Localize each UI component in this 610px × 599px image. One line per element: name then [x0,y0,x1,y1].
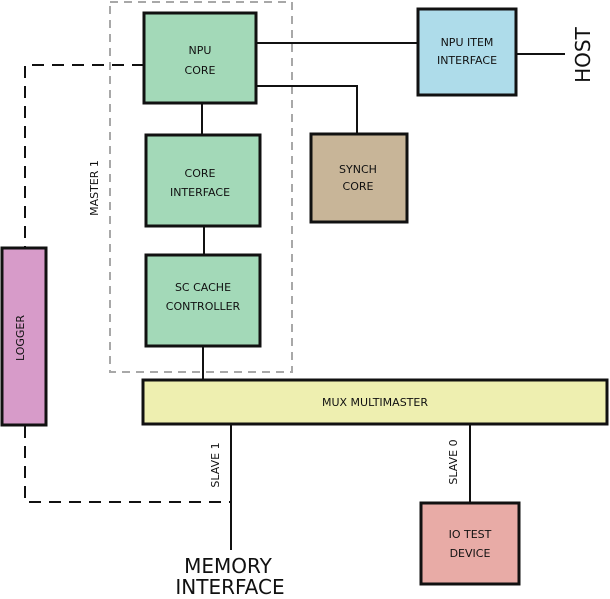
io-test-device-box [419,501,521,586]
npu-item-interface-label-line-2: INTERFACE [437,54,497,67]
core-interface-block[interactable]: CORE INTERFACE [144,133,262,228]
sc-cache-controller-box [144,253,262,348]
logger-label: LOGGER [14,315,27,361]
sc-cache-controller-label-line-1: SC CACHE [175,281,231,294]
logger-block[interactable]: LOGGER [0,246,48,427]
io-test-device-label-line-1: IO TEST [449,528,492,541]
host-label: HOST [571,26,595,82]
master-1-group-boundary [109,1,293,373]
synch-core-label-line-2: CORE [343,180,374,193]
mux-multimaster-block[interactable]: MUX MULTIMASTER [141,378,609,426]
core-interface-label-line-2: INTERFACE [170,186,230,199]
synch-core-label-line-1: SYNCH [339,163,377,176]
connector-lines [201,42,565,550]
npu-core-label-line-2: CORE [185,64,216,77]
mux-multimaster-label: MUX MULTIMASTER [322,396,428,409]
io-test-device-label-line-2: DEVICE [450,547,491,560]
npu-core-block[interactable]: NPU CORE [142,11,258,105]
npu-core-box [142,11,258,105]
io-test-device-block[interactable]: IO TEST DEVICE [419,501,521,586]
core-interface-box [144,133,262,228]
master-1-label: MASTER 1 [88,160,101,216]
slave-0-label: SLAVE 0 [447,439,460,484]
mux-multimaster-box [141,378,609,426]
memory-interface-label-line-1: MEMORY [184,554,273,578]
logger-box [0,246,48,427]
npu-item-interface-box [416,7,518,97]
core-interface-label-line-1: CORE [185,167,216,180]
synch-core-block[interactable]: SYNCH CORE [309,132,409,224]
sc-cache-controller-label-line-2: CONTROLLER [166,300,241,313]
slave-1-label: SLAVE 1 [209,442,222,487]
sc-cache-controller-block[interactable]: SC CACHE CONTROLLER [144,253,262,348]
npu-item-interface-block[interactable]: NPU ITEM INTERFACE [416,7,518,97]
synch-core-box [309,132,409,224]
npu-item-interface-label-line-1: NPU ITEM [441,36,494,49]
npu-core-label-line-1: NPU [189,44,212,57]
memory-interface-label-line-2: INTERFACE [175,575,284,599]
npu-core-to-synch-core-line [256,85,358,134]
